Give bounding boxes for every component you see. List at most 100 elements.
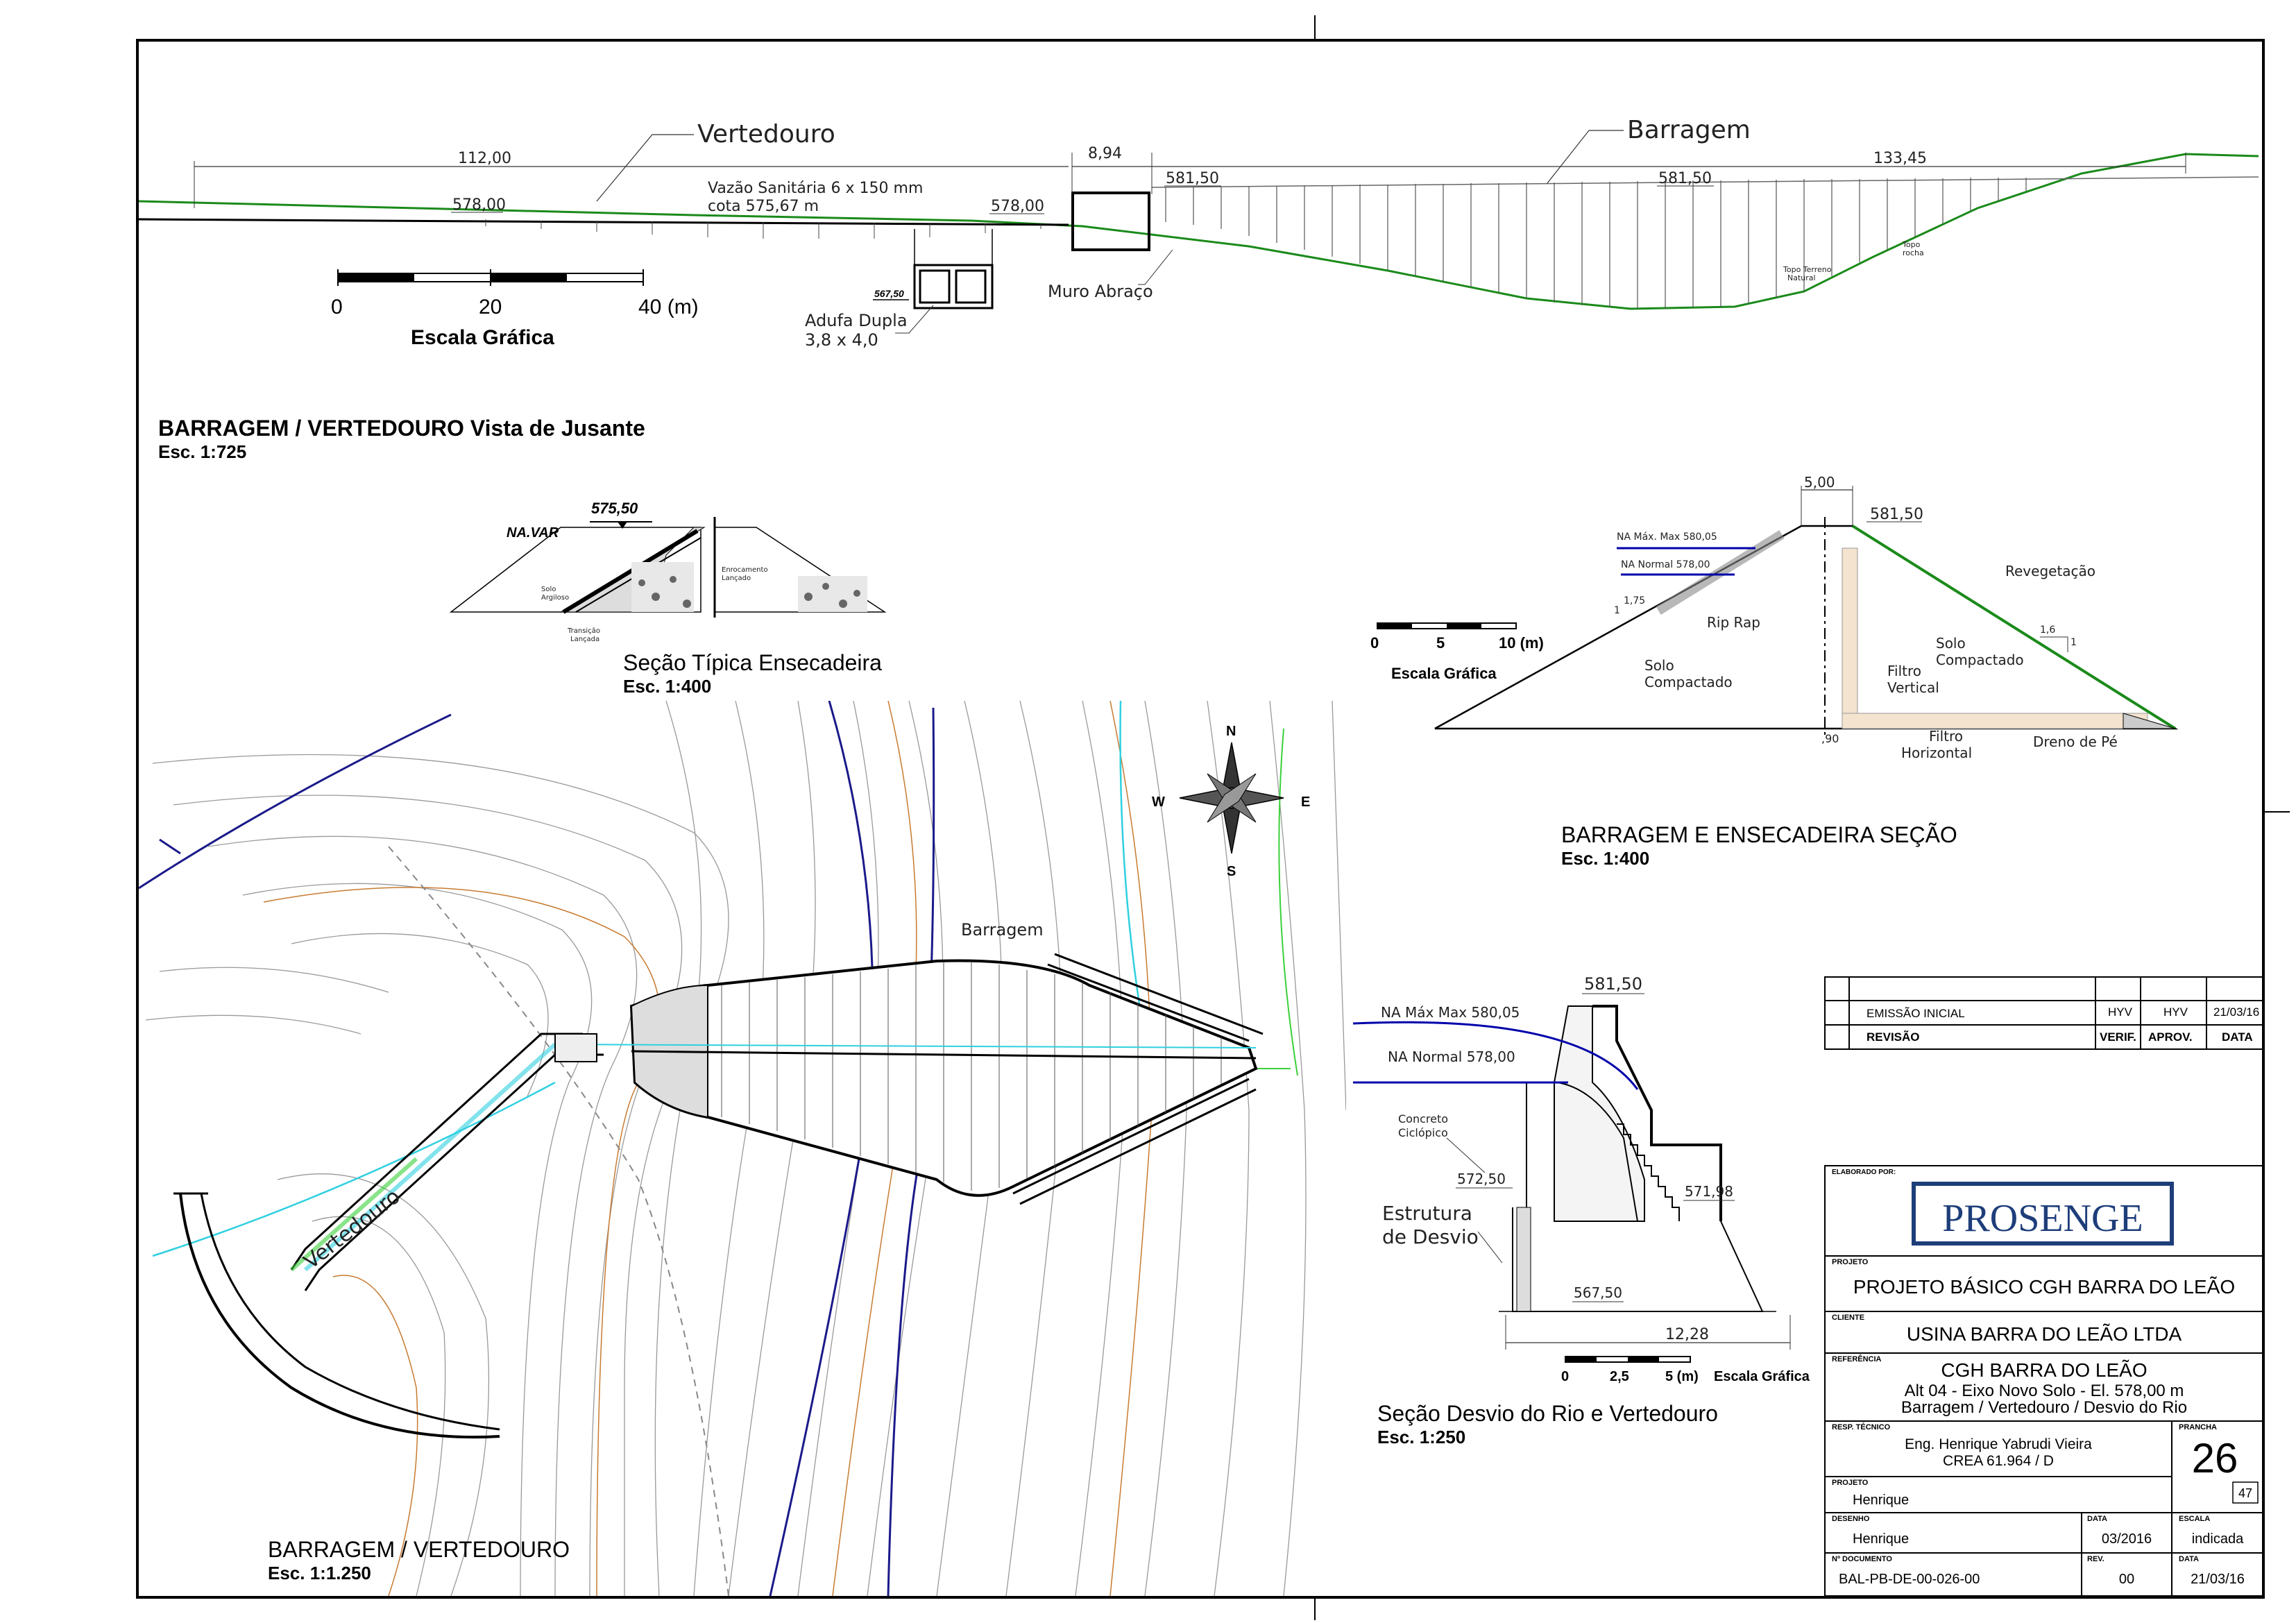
rev-aprov-value: HYV bbox=[2163, 1005, 2188, 1019]
desvio-scale: Esc. 1:250 bbox=[1377, 1427, 1465, 1447]
cliente-label: CLIENTE bbox=[1832, 1314, 1864, 1322]
solo-right-2: Compactado bbox=[1936, 652, 2024, 668]
south-label: S bbox=[1227, 864, 1236, 879]
access-road-green bbox=[1278, 728, 1298, 1076]
concreto-2: Ciclópico bbox=[1398, 1126, 1448, 1139]
slope-1b: 1 bbox=[2070, 637, 2077, 648]
rev-header-revisao: REVISÃO bbox=[1866, 1030, 1920, 1044]
referencia-line2: Alt 04 - Eixo Novo Solo - El. 578,00 m bbox=[1905, 1382, 2184, 1400]
desvio-crest-elevation: 581,50 bbox=[1584, 974, 1642, 994]
prosenge-logo-frame bbox=[1912, 1182, 2174, 1246]
filtro-horizontal-1: Filtro bbox=[1929, 728, 1963, 745]
referencia-label: REFERÊNCIA bbox=[1832, 1354, 1882, 1363]
rev-emissao-inicial: EMISSÃO INICIAL bbox=[1866, 1007, 1965, 1020]
el-5815-mid: 581,50 bbox=[1658, 170, 1712, 187]
revegetacao-label: Revegetação bbox=[2005, 563, 2095, 579]
solo-argiloso-1: Solo bbox=[541, 586, 556, 593]
slope-1: 1 bbox=[1614, 605, 1620, 616]
desvio-dim-1228: 12,28 bbox=[1665, 1326, 1709, 1343]
dam-cross-section: 5,00 581,50 NA Máx. Max 580,05 NA Normal… bbox=[1370, 474, 2179, 869]
section-scale-10: 10 (m) bbox=[1499, 634, 1544, 652]
rev-label: REV. bbox=[2087, 1555, 2104, 1563]
vertedouro-label: Vertedouro bbox=[697, 120, 835, 148]
data2-value: 21/03/16 bbox=[2191, 1572, 2245, 1587]
desenho-label: DESENHO bbox=[1832, 1515, 1870, 1523]
el-5815-left: 581,50 bbox=[1166, 170, 1219, 187]
enrocamento-1: Enrocamento bbox=[722, 566, 768, 574]
spillway-hatch bbox=[485, 219, 1041, 239]
data-label: DATA bbox=[2087, 1515, 2107, 1523]
section-scale-5: 5 bbox=[1436, 634, 1445, 652]
na-normal-label: NA Normal 578,00 bbox=[1621, 559, 1710, 570]
projeto-label: PROJETO bbox=[1832, 1258, 1869, 1266]
plan-vertedouro-label: Vertedouro bbox=[299, 1184, 405, 1275]
adufa-line2: 3,8 x 4,0 bbox=[805, 330, 878, 350]
slope-16: 1,6 bbox=[2040, 624, 2055, 636]
plan-view: N S E W Barragem Vertedouro BARRAGEM / V… bbox=[139, 701, 1346, 1596]
elevation-scale-20: 20 bbox=[479, 296, 502, 318]
desenho-value: Henrique bbox=[1853, 1531, 1909, 1547]
spillway-sill bbox=[138, 218, 1069, 226]
resp-name: Eng. Henrique Yabrudi Vieira bbox=[1905, 1436, 2092, 1452]
desvio-scale-25: 2,5 bbox=[1610, 1369, 1629, 1384]
adufa-line1: Adufa Dupla bbox=[805, 311, 908, 330]
referencia-line1: CGH BARRA DO LEÃO bbox=[1941, 1359, 2147, 1381]
sheet-total: 47 bbox=[2238, 1486, 2252, 1500]
dim-112-text: 112,00 bbox=[458, 150, 511, 167]
muro-abraco-structure bbox=[1071, 192, 1150, 251]
barragem-leader bbox=[1547, 130, 1624, 184]
adufa-elevation: 567,50 bbox=[874, 288, 904, 299]
plan-scale: Esc. 1:1.250 bbox=[268, 1563, 371, 1583]
rev-date-value: 21/03/16 bbox=[2213, 1005, 2259, 1019]
resp-crea: CREA 61.964 / D bbox=[1943, 1453, 2054, 1469]
desvio-el-57198: 571,98 bbox=[1685, 1183, 1733, 1200]
enrocamento-2: Lançado bbox=[722, 575, 751, 582]
concreto-1: Concreto bbox=[1398, 1112, 1448, 1125]
vazao-line2: cota 575,67 m bbox=[708, 198, 819, 215]
escala-label: ESCALA bbox=[2179, 1515, 2210, 1523]
solo-argiloso-2: Argiloso bbox=[541, 594, 569, 602]
elevation-scale-title: Escala Gráfica bbox=[411, 326, 554, 349]
estrutura-2: de Desvio bbox=[1382, 1225, 1479, 1248]
dim-894-text: 8,94 bbox=[1088, 145, 1122, 162]
topo-rocha-2: rocha bbox=[1903, 248, 1924, 257]
resp-label: RESP. TÉCNICO bbox=[1832, 1422, 1891, 1431]
desvio-scale-5: 5 (m) bbox=[1665, 1369, 1699, 1384]
dim-090: ,90 bbox=[1821, 732, 1839, 745]
filtro-horizontal-2: Horizontal bbox=[1901, 745, 1972, 761]
desvio-el-5675: 567,50 bbox=[1574, 1284, 1622, 1301]
north-label: N bbox=[1226, 724, 1236, 739]
elevation-view: 112,00 8,94 133,45 Vertedouro Barragem 5… bbox=[138, 116, 2259, 462]
property-line bbox=[388, 846, 729, 1596]
prosenge-logo: PROSENGE bbox=[1942, 1197, 2143, 1240]
data2-label: DATA bbox=[2179, 1555, 2199, 1563]
el-578-right: 578,00 bbox=[991, 198, 1044, 215]
terrain-profile bbox=[138, 153, 2259, 310]
slope-175: 1,75 bbox=[1624, 595, 1645, 606]
ensecadeira-title: Seção Típica Ensecadeira bbox=[623, 650, 882, 675]
data-value: 03/2016 bbox=[2102, 1531, 2152, 1547]
estrutura-1: Estrutura bbox=[1382, 1202, 1472, 1225]
section-scale-title: Escala Gráfica bbox=[1391, 665, 1497, 682]
title-block: EMISSÃO INICIAL HYV HYV 21/03/16 REVISÃO… bbox=[1824, 976, 2264, 1597]
rev-value: 00 bbox=[2119, 1572, 2134, 1587]
ensecadeira-scale: Esc. 1:400 bbox=[623, 676, 711, 697]
el-578-left: 578,00 bbox=[452, 196, 506, 214]
filtro-vertical-2: Vertical bbox=[1887, 679, 1939, 696]
desvio-title: Seção Desvio do Rio e Vertedouro bbox=[1377, 1401, 1718, 1426]
dam-crest-line bbox=[1151, 176, 2259, 188]
barragem-label: Barragem bbox=[1627, 116, 1751, 144]
elevation-scale: Esc. 1:725 bbox=[158, 441, 246, 462]
dam-face-hatch bbox=[1165, 178, 2027, 309]
sheet-border bbox=[136, 39, 2265, 1599]
contour-lines bbox=[145, 701, 1346, 1596]
projeto-value: PROJETO BÁSICO CGH BARRA DO LEÃO bbox=[1853, 1276, 2235, 1298]
ensecadeira-na-elevation: 575,50 bbox=[591, 500, 638, 517]
documento-value: BAL-PB-DE-00-026-00 bbox=[1839, 1572, 1980, 1587]
documento-label: Nº DOCUMENTO bbox=[1832, 1555, 1892, 1563]
rip-rap-label: Rip Rap bbox=[1707, 614, 1760, 631]
elevation-graphic-scale bbox=[337, 269, 644, 286]
topo-terreno-1: Topo Terreno bbox=[1783, 265, 1832, 274]
dam-section-title: BARRAGEM E ENSECADEIRA SEÇÃO bbox=[1561, 822, 1957, 847]
desvio-section: 581,50 NA Máx Max 580,05 NA Normal 578,0… bbox=[1352, 974, 1810, 1447]
